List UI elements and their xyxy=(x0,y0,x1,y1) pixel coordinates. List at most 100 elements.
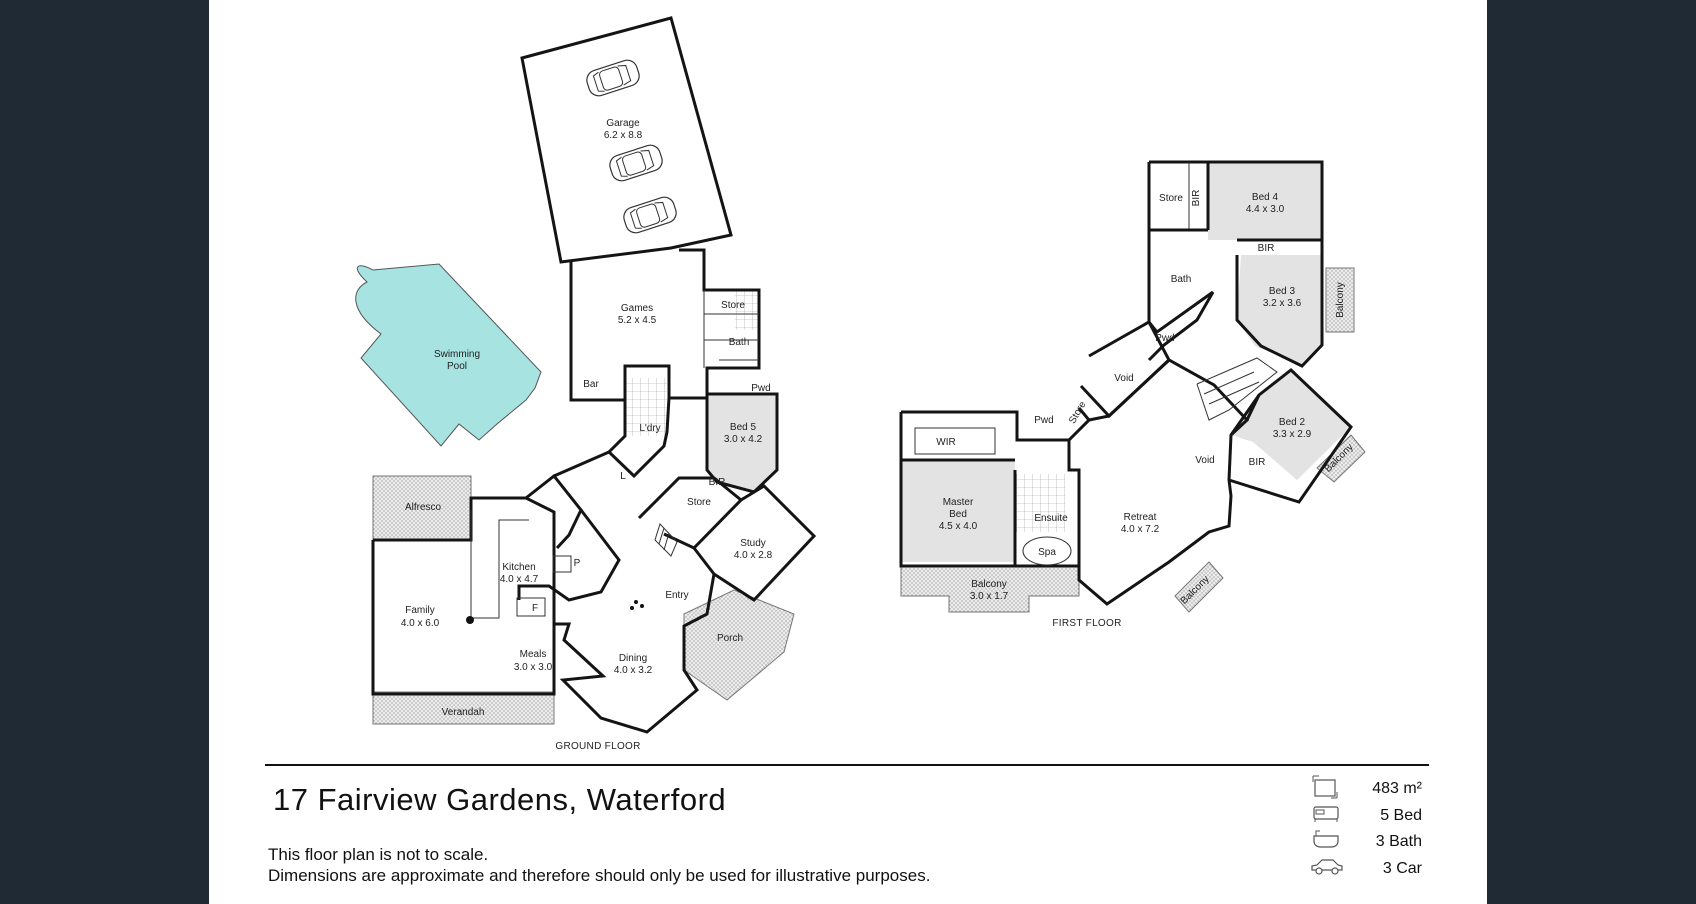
bed5-dims: 3.0 x 4.2 xyxy=(724,434,763,445)
balcony-bed2 xyxy=(1316,434,1366,483)
meals-dims: 3.0 x 3.0 xyxy=(514,662,553,673)
garage-label: Garage xyxy=(606,118,640,129)
entry-wall xyxy=(553,450,610,478)
master-dims: 4.5 x 4.0 xyxy=(939,521,978,532)
void2-wall xyxy=(1245,394,1261,421)
entry-label: Entry xyxy=(665,590,688,601)
ensuite-label: Ensuite xyxy=(1034,513,1068,524)
master-label: Master xyxy=(943,497,974,508)
car-icon xyxy=(620,194,680,236)
dining-dims: 4.0 x 3.2 xyxy=(614,665,653,676)
meals-label: Meals xyxy=(520,649,547,660)
bed2-label: Bed 2 xyxy=(1279,417,1306,428)
balcony-main-label: Balcony xyxy=(971,579,1007,590)
floor-plan-drawing: Garage 6.2 x 8.8 Games 5.2 x 4.5 Swimmin… xyxy=(355,16,1366,752)
master-fill xyxy=(901,460,1015,562)
bed4-label: Bed 4 xyxy=(1252,192,1279,203)
laundry-label: L'dry xyxy=(639,423,660,434)
bed3-label: Bed 3 xyxy=(1269,286,1296,297)
study-label: Study xyxy=(740,538,766,549)
balcony-bed3 xyxy=(1325,267,1355,333)
bed4-dims: 4.4 x 3.0 xyxy=(1246,204,1285,215)
dimensions-note: Dimensions are approximate and therefore… xyxy=(268,866,931,885)
store-wall xyxy=(637,476,744,550)
cars-stat: 3 Car xyxy=(1382,860,1422,877)
fridge-label: F xyxy=(532,603,538,614)
store-label: Store xyxy=(721,300,745,311)
bir-bed2-label: BIR xyxy=(1249,457,1266,468)
retreat-label: Retreat xyxy=(1124,512,1157,523)
first-pwd-label: Pwd xyxy=(1034,415,1053,426)
scale-note: This floor plan is not to scale. xyxy=(268,845,489,864)
first-store-label: Store xyxy=(1159,193,1183,204)
bar-label: Bar xyxy=(583,379,599,390)
bed5-label: Bed 5 xyxy=(730,422,757,433)
bed5-fill xyxy=(707,394,777,492)
kitchen-dims: 4.0 x 4.7 xyxy=(500,574,539,585)
first-floor-label: FIRST FLOOR xyxy=(1052,618,1121,629)
kitchen-label: Kitchen xyxy=(502,562,535,573)
car-icon xyxy=(1311,859,1343,875)
laundry-tile xyxy=(625,378,667,436)
void2-label: Void xyxy=(1195,455,1214,466)
store-tile xyxy=(735,290,759,330)
first-bath-label: Bath xyxy=(1171,274,1192,285)
wir-label: WIR xyxy=(936,437,955,448)
car-icon xyxy=(606,142,666,184)
retreat-dims: 4.0 x 7.2 xyxy=(1121,524,1160,535)
garage-dims: 6.2 x 8.8 xyxy=(604,130,643,141)
wir-wall xyxy=(901,407,1092,442)
car-icon xyxy=(583,57,643,99)
divider-line xyxy=(265,764,1429,766)
pantry-label: P xyxy=(574,558,581,569)
hall-wall xyxy=(517,509,621,602)
retreat-wall xyxy=(1077,358,1250,606)
verandah-area xyxy=(372,691,555,725)
study-dims: 4.0 x 2.8 xyxy=(734,550,773,561)
baths-stat: 3 Bath xyxy=(1375,833,1422,850)
bath-label: Bath xyxy=(729,337,750,348)
bed-icon xyxy=(1313,806,1339,822)
store2-label: Store xyxy=(687,497,711,508)
spa-label: Spa xyxy=(1038,547,1056,558)
bir-label: BIR xyxy=(709,477,726,488)
laundry-wall xyxy=(606,397,671,479)
games-label: Games xyxy=(621,303,653,314)
first-floor-plan xyxy=(899,160,1366,613)
alfresco-label: Alfresco xyxy=(405,502,442,513)
bir-vertical-label: BIR xyxy=(1191,190,1202,207)
games-wall xyxy=(569,248,761,402)
balcony-retreat xyxy=(1174,561,1224,613)
family-dims: 4.0 x 6.0 xyxy=(401,618,440,629)
bed3-dims: 3.2 x 3.6 xyxy=(1263,298,1302,309)
bed2-fill xyxy=(1231,370,1351,480)
bed2-dims: 3.3 x 2.9 xyxy=(1273,429,1312,440)
ensuite-tile xyxy=(1015,474,1065,532)
void1-label: Void xyxy=(1114,373,1133,384)
bed3-wall xyxy=(1235,238,1324,368)
beds-stat: 5 Bed xyxy=(1380,807,1422,824)
master-wall xyxy=(899,412,1081,568)
study-wall xyxy=(692,484,817,602)
property-address: 17 Fairview Gardens, Waterford xyxy=(273,782,727,817)
bath-lower-wall xyxy=(1147,291,1215,362)
verandah-label: Verandah xyxy=(442,707,485,718)
living-wall xyxy=(371,540,716,734)
ground-floor-label: GROUND FLOOR xyxy=(555,741,640,752)
area-icon xyxy=(1312,775,1338,799)
family-top-wall xyxy=(373,496,556,624)
pool-label-2: Pool xyxy=(447,361,467,372)
pool-label: Swimming xyxy=(434,349,480,360)
dining-label: Dining xyxy=(619,653,647,664)
balcony-main-dims: 3.0 x 1.7 xyxy=(970,591,1009,602)
bed4-fill xyxy=(1208,162,1322,240)
floor-plan-sheet: Garage 6.2 x 8.8 Games 5.2 x 4.5 Swimmin… xyxy=(209,0,1487,904)
bath-icon xyxy=(1313,830,1339,848)
pwd-label: Pwd xyxy=(751,383,770,394)
linen-label: L xyxy=(620,471,626,482)
garage-wall xyxy=(520,16,733,264)
balcony-bed3-label: Balcony xyxy=(1335,282,1346,318)
area-stat: 483 m² xyxy=(1372,780,1422,797)
first-pwd-upper-label: Pwd xyxy=(1155,333,1174,344)
master-label-2: Bed xyxy=(949,509,967,520)
